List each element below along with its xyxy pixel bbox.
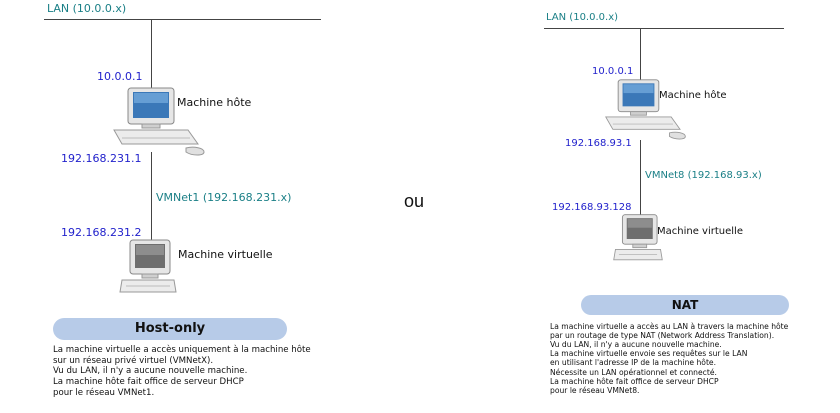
left-mode-title: Host-only xyxy=(134,321,206,336)
left-lan-line xyxy=(44,19,321,20)
left-lan-to-host-link xyxy=(151,19,152,114)
left-host-label: Machine hôte xyxy=(177,96,252,109)
left-description-line: sur un réseau privé virtuel (VMNetX). xyxy=(53,355,214,366)
right-description-line: La machine virtuelle a accès au LAN à tr… xyxy=(550,322,789,331)
left-description: La machine virtuelle a accès uniquement … xyxy=(53,345,311,399)
separator-ou: ou xyxy=(404,191,425,211)
right-mode-badge: NAT xyxy=(581,295,789,315)
right-host-ip-lan: 10.0.0.1 xyxy=(592,66,634,77)
right-mode-title: NAT xyxy=(671,298,699,312)
left-description-line: La machine hôte fait office de serveur D… xyxy=(53,377,244,388)
right-host-to-vm-link xyxy=(640,140,641,215)
right-vmnet-label: VMNet8 (192.168.93.x) xyxy=(645,170,762,181)
left-description-line: Vu du LAN, il n'y a aucune nouvelle mach… xyxy=(53,366,248,377)
left-host-ip-lan: 10.0.0.1 xyxy=(97,70,143,83)
host-computer-icon xyxy=(605,79,686,140)
virtual-machine-icon xyxy=(119,239,177,293)
right-vm-ip: 192.168.93.128 xyxy=(552,202,632,213)
right-description-line: Vu du LAN, il n'y a aucune nouvelle mach… xyxy=(550,340,722,350)
right-vm-label: Machine virtuelle xyxy=(657,226,743,237)
right-description-line: en utilisant l'adresse IP de la machine … xyxy=(550,358,717,368)
left-mode-badge: Host-only xyxy=(53,318,287,340)
left-description-line: pour le réseau VMNet1. xyxy=(53,387,155,398)
right-lan-label: LAN (10.0.0.x) xyxy=(546,12,619,23)
right-description: La machine virtuelle a accès au LAN à tr… xyxy=(550,322,788,395)
right-description-line: La machine virtuelle envoie ses requêtes… xyxy=(550,349,748,359)
left-vmnet-label: VMNet1 (192.168.231.x) xyxy=(156,191,292,204)
left-host-to-vm-link xyxy=(151,152,152,240)
right-lan-to-host-link xyxy=(640,28,641,114)
right-description-line: Nécessite un LAN opérationnel et connect… xyxy=(550,367,717,377)
left-host-ip-vmnet: 192.168.231.1 xyxy=(61,152,142,165)
left-vm-label: Machine virtuelle xyxy=(178,248,273,261)
virtual-machine-icon xyxy=(613,214,663,261)
host-computer-icon xyxy=(113,87,205,156)
right-description-line: pour le réseau VMNet8. xyxy=(550,385,640,395)
left-description-line: La machine virtuelle a accès uniquement … xyxy=(53,345,311,355)
right-host-ip-vmnet: 192.168.93.1 xyxy=(565,138,632,149)
right-description-line: La machine hôte fait office de serveur D… xyxy=(550,376,719,386)
left-vm-ip: 192.168.231.2 xyxy=(61,226,142,239)
right-host-label: Machine hôte xyxy=(659,90,727,101)
left-lan-label: LAN (10.0.0.x) xyxy=(47,2,127,15)
right-lan-line xyxy=(544,28,784,29)
right-description-line: par un routage de type NAT (Network Addr… xyxy=(550,331,775,341)
